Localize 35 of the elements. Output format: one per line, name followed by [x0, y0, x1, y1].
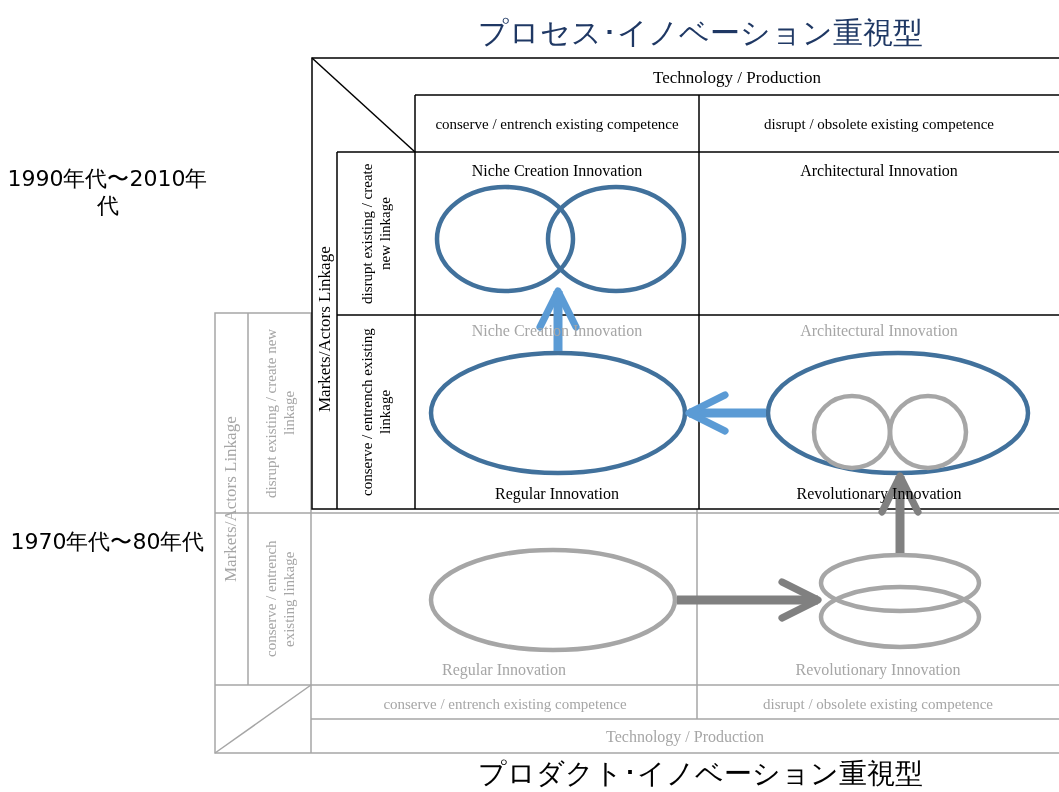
row-header: conserve / entrench existing linkage: [358, 327, 394, 498]
arrow: [878, 472, 922, 553]
quadrant-label: Revolutionary Innovation: [796, 483, 962, 504]
ellipse: [428, 547, 678, 653]
quadrant-label: Niche Creation Innovation: [471, 161, 643, 181]
ellipse: [811, 393, 893, 471]
quadrant-label: Architectural Innovation: [800, 321, 958, 341]
era-label: 1970年代〜80年代: [10, 529, 205, 556]
axis-title: Technology / Production: [653, 67, 821, 89]
column-header: conserve / entrench existing competence: [383, 694, 627, 713]
ellipse: [887, 393, 969, 471]
ellipse: [428, 350, 688, 476]
quadrant-label: Regular Innovation: [442, 659, 566, 680]
ellipse: [818, 584, 982, 650]
ellipse: [765, 350, 1031, 476]
column-header: conserve / entrench existing competence: [435, 115, 679, 133]
era-label: 1990年代〜2010年代: [6, 166, 209, 219]
row-header: disrupt existing / create new linkage: [358, 162, 394, 307]
column-header: disrupt / obsolete existing competence: [764, 115, 994, 133]
column-header: disrupt / obsolete existing competence: [763, 694, 993, 713]
quadrant-label: Revolutionary Innovation: [795, 659, 961, 680]
axis-title: Markets/Actors Linkage: [314, 246, 335, 413]
arrow: [685, 391, 766, 435]
heading: プロセス･イノベーション重視型: [477, 15, 923, 51]
arrow: [677, 578, 822, 622]
axis-title: Markets/Actors Linkage: [221, 416, 242, 582]
ellipse: [818, 552, 982, 614]
row-header: conserve / entrench existing linkage: [262, 539, 298, 660]
row-header: disrupt existing / create new linkage: [262, 327, 298, 500]
ellipse: [434, 184, 576, 294]
quadrant-label: Regular Innovation: [495, 483, 619, 504]
quadrant-label: Architectural Innovation: [800, 161, 958, 181]
heading: プロダクト･イノベーション重視型: [477, 756, 923, 791]
axis-title: Technology / Production: [606, 727, 764, 747]
ellipse: [545, 184, 687, 294]
